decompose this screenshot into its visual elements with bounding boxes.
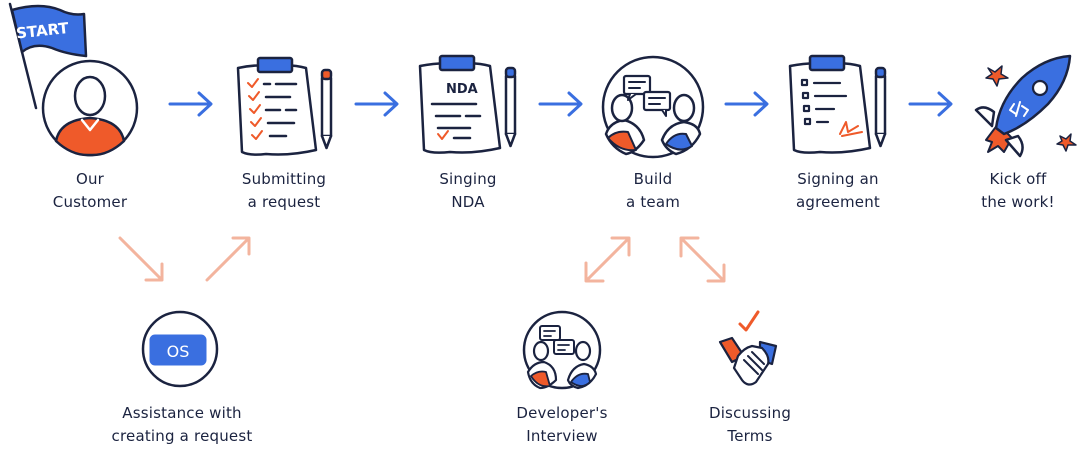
arrow-4-icon — [724, 91, 769, 117]
substep-label-line1: Discussing — [708, 404, 792, 422]
substep-label-line2: Terms — [727, 427, 773, 445]
arrow-down-right-icon — [118, 236, 164, 282]
handshake-icon — [718, 310, 778, 386]
substep-label-line1: Developer's — [516, 404, 608, 422]
step-label-line2: a request — [247, 193, 321, 211]
interview-chat-icon — [522, 310, 602, 390]
step-label-line1: Submitting — [241, 170, 327, 188]
rocket-icon — [974, 54, 1077, 158]
step-label-kickoff: Kick off the work! — [966, 168, 1070, 214]
step-label-line2: agreement — [795, 193, 881, 211]
step-label-request: Submitting a request — [222, 168, 346, 214]
substep-label-assistance: Assistance with creating a request — [96, 402, 268, 448]
step-label-line1: Kick off — [989, 170, 1047, 188]
substep-label-interview: Developer's Interview — [502, 402, 622, 448]
step-label-customer: Our Customer — [40, 168, 140, 214]
customer-avatar-icon — [41, 59, 139, 157]
step-label-line2: NDA — [451, 193, 485, 211]
start-flag-text: START — [15, 19, 70, 42]
step-label-nda: Singing NDA — [418, 168, 518, 214]
start-flag-icon: START — [8, 2, 88, 110]
os-badge-icon: OS — [141, 310, 219, 388]
pencil-icon — [874, 66, 887, 148]
step-label-team: Build a team — [603, 168, 703, 214]
pencil-icon — [320, 68, 333, 150]
nda-clipboard-icon: NDA — [418, 54, 517, 154]
nda-doc-text: NDA — [446, 82, 478, 97]
arrow-5-icon — [908, 91, 953, 117]
checklist-clipboard-icon — [236, 56, 333, 156]
arrow-1-icon — [168, 91, 213, 117]
step-label-line1: Signing an — [797, 170, 879, 188]
step-label-line1: Singing — [439, 170, 497, 188]
os-badge-text: OS — [167, 342, 190, 361]
step-label-line2: the work! — [981, 193, 1055, 211]
team-chat-icon — [601, 55, 705, 159]
step-label-line1: Our — [75, 170, 105, 188]
arrow-3-icon — [538, 91, 583, 117]
arrow-up-right-icon — [205, 236, 251, 282]
substep-label-line2: creating a request — [111, 427, 253, 445]
substep-label-line2: Interview — [526, 427, 598, 445]
agreement-clipboard-icon — [788, 54, 887, 154]
arrow-2-icon — [354, 91, 399, 117]
step-label-line2: a team — [625, 193, 681, 211]
step-label-line1: Build — [633, 170, 673, 188]
arrow-double-diagonal-right-icon — [679, 236, 726, 283]
pencil-icon — [504, 66, 517, 148]
substep-label-terms: Discussing Terms — [694, 402, 806, 448]
step-label-line2: Customer — [52, 193, 128, 211]
arrow-double-diagonal-left-icon — [584, 236, 631, 283]
step-label-agreement: Signing an agreement — [776, 168, 900, 214]
substep-label-line1: Assistance with — [122, 404, 242, 422]
